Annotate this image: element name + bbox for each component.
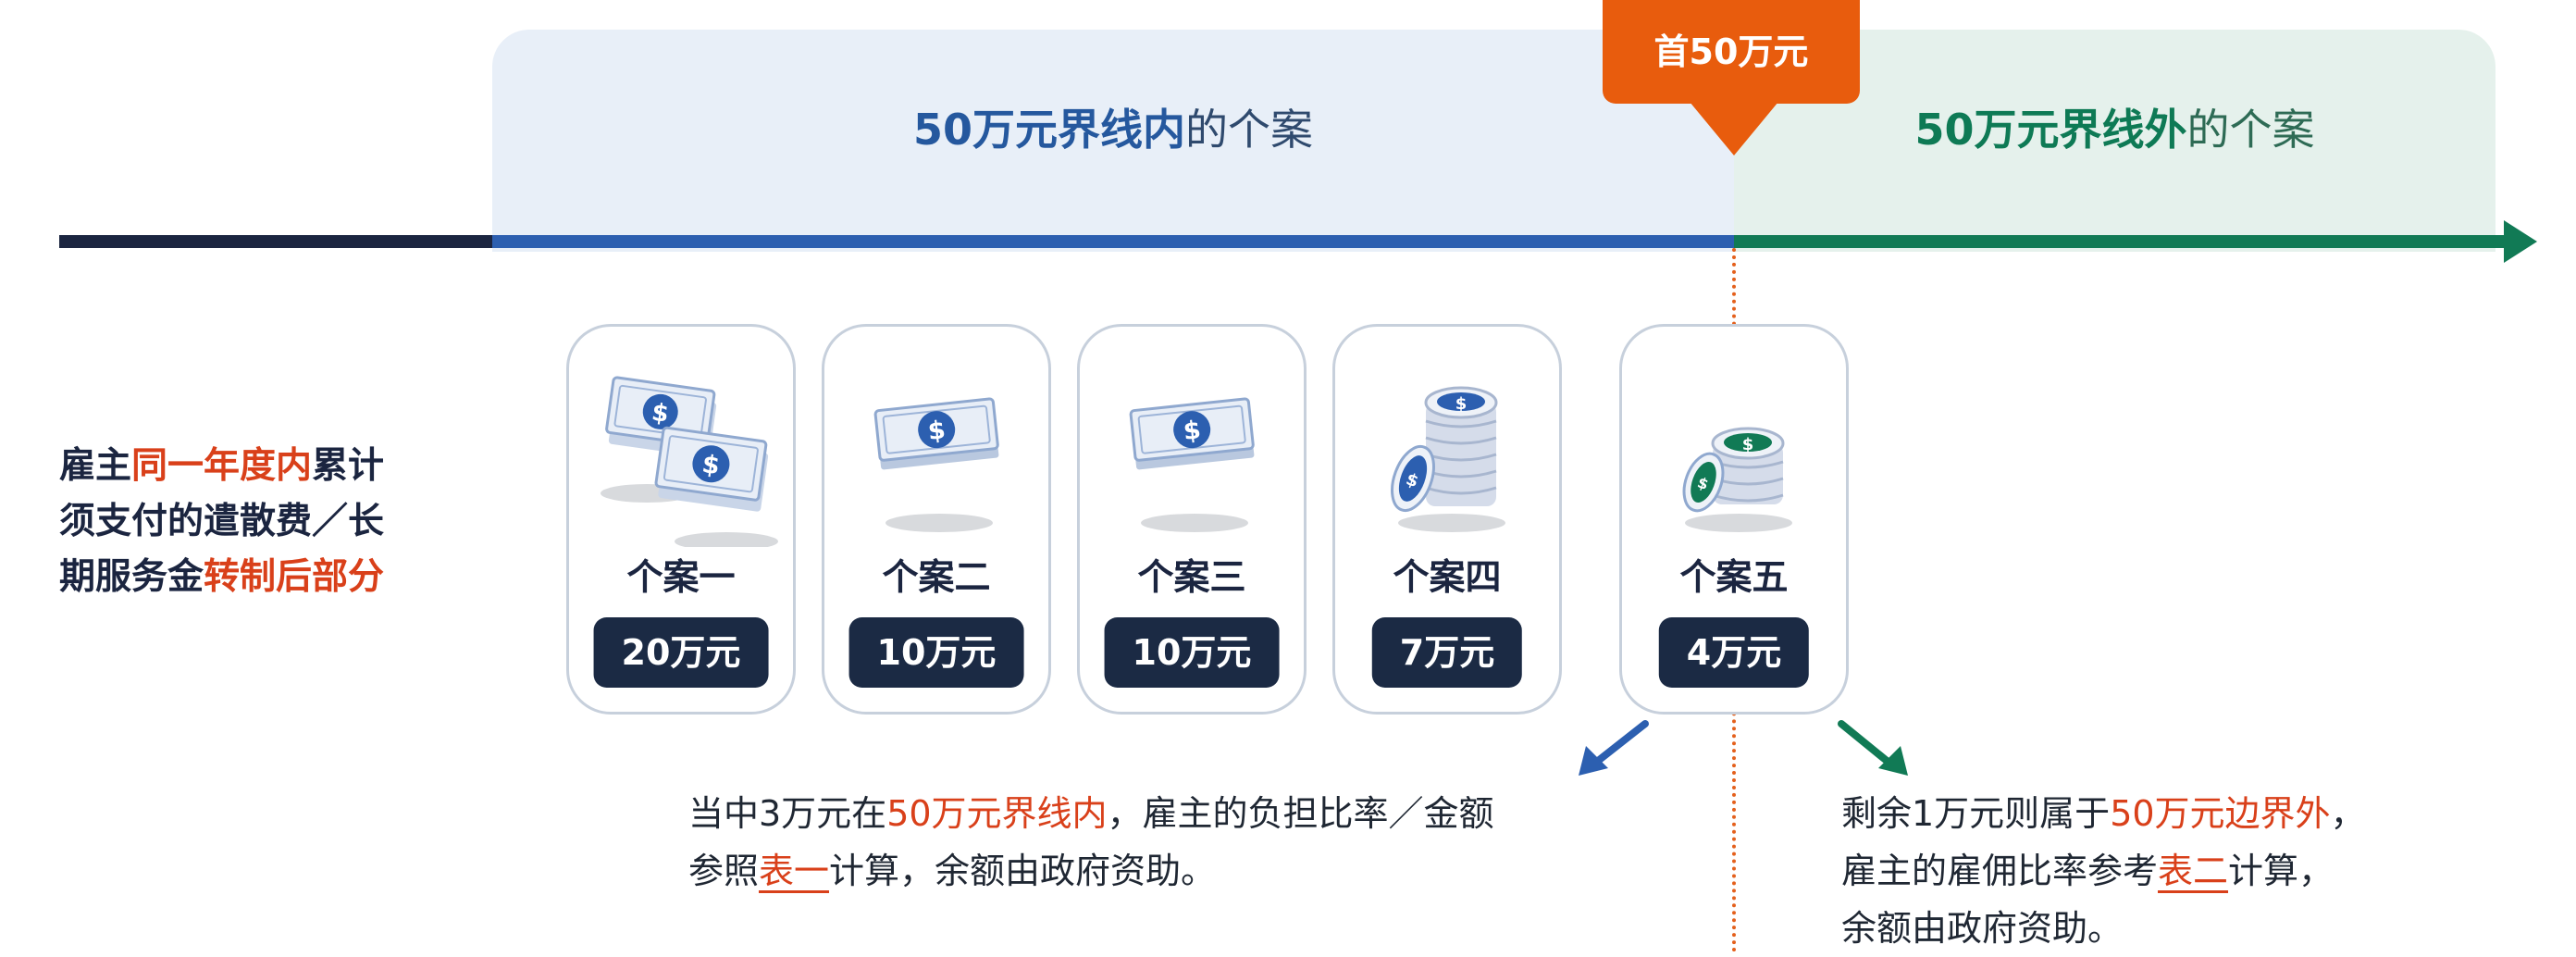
case-amount: 4万元: [1658, 617, 1810, 688]
case-amount: 20万元: [593, 617, 769, 688]
svg-text:$: $: [650, 399, 670, 429]
svg-text:$: $: [1742, 435, 1754, 454]
outside-limit-band: [1734, 30, 2496, 252]
inside-limit-title: 50万元界线内的个案: [912, 105, 1313, 155]
case-name: 个案一: [626, 557, 736, 599]
banknotes-stack-icon: $ $: [601, 376, 778, 547]
table-two-link: 表二: [2158, 851, 2229, 891]
marker-pointer-icon: [1690, 102, 1778, 155]
case-amount: 10万元: [1104, 617, 1280, 688]
case-amount: 7万元: [1371, 617, 1523, 688]
timeline-arrow-icon: [2504, 220, 2537, 263]
inside-limit-note: 当中3万元在50万元界线内，雇主的负担比率／金额 参照表一计算，余额由政府资助。: [688, 793, 1494, 891]
case-name: 个案四: [1393, 557, 1502, 599]
timeline-outside-segment: [1734, 235, 2511, 248]
coin-stack-icon: $ $: [1391, 386, 1505, 532]
inside-limit-band: [492, 30, 1734, 252]
case-card-3: $ 个案三 10万元: [1077, 324, 1307, 715]
limit-marker-label: 首50万元: [1603, 0, 1860, 104]
svg-text:$: $: [926, 416, 947, 446]
banknote-icon: $: [1129, 397, 1255, 532]
svg-text:$: $: [700, 450, 722, 480]
case-name: 个案三: [1137, 557, 1246, 599]
case-card-5: $ $ 个案五 4万元: [1619, 324, 1849, 715]
svg-text:$: $: [1455, 394, 1468, 414]
table-one-link: 表一: [759, 851, 830, 891]
timeline-inside-segment: [492, 235, 1734, 248]
case-name: 个案二: [882, 557, 991, 599]
side-description: 雇主同一年度内累计 须支付的遣散费／长 期服务金转制后部分: [59, 445, 385, 598]
case-name: 个案五: [1679, 557, 1789, 599]
case-card-2: $ 个案二 10万元: [822, 324, 1051, 715]
svg-text:$: $: [1182, 416, 1202, 446]
arrow-down-right-icon: [1838, 720, 1908, 776]
timeline-start-segment: [59, 235, 492, 248]
banknote-icon: $: [873, 397, 999, 532]
arrow-down-left-icon: [1579, 720, 1649, 776]
coin-stack-green-icon: $ $: [1682, 427, 1792, 532]
case-card-4: $ $ 个案四 7万元: [1332, 324, 1562, 715]
case-amount: 10万元: [848, 617, 1024, 688]
outside-limit-note: 剩余1万元则属于50万元边界外， 雇主的雇佣比率参考表二计算， 余额由政府资助。: [1841, 793, 2366, 949]
outside-limit-title: 50万元界线外的个案: [1914, 105, 2315, 155]
case-card-1: $ $ 个案一 20万元: [566, 324, 796, 715]
